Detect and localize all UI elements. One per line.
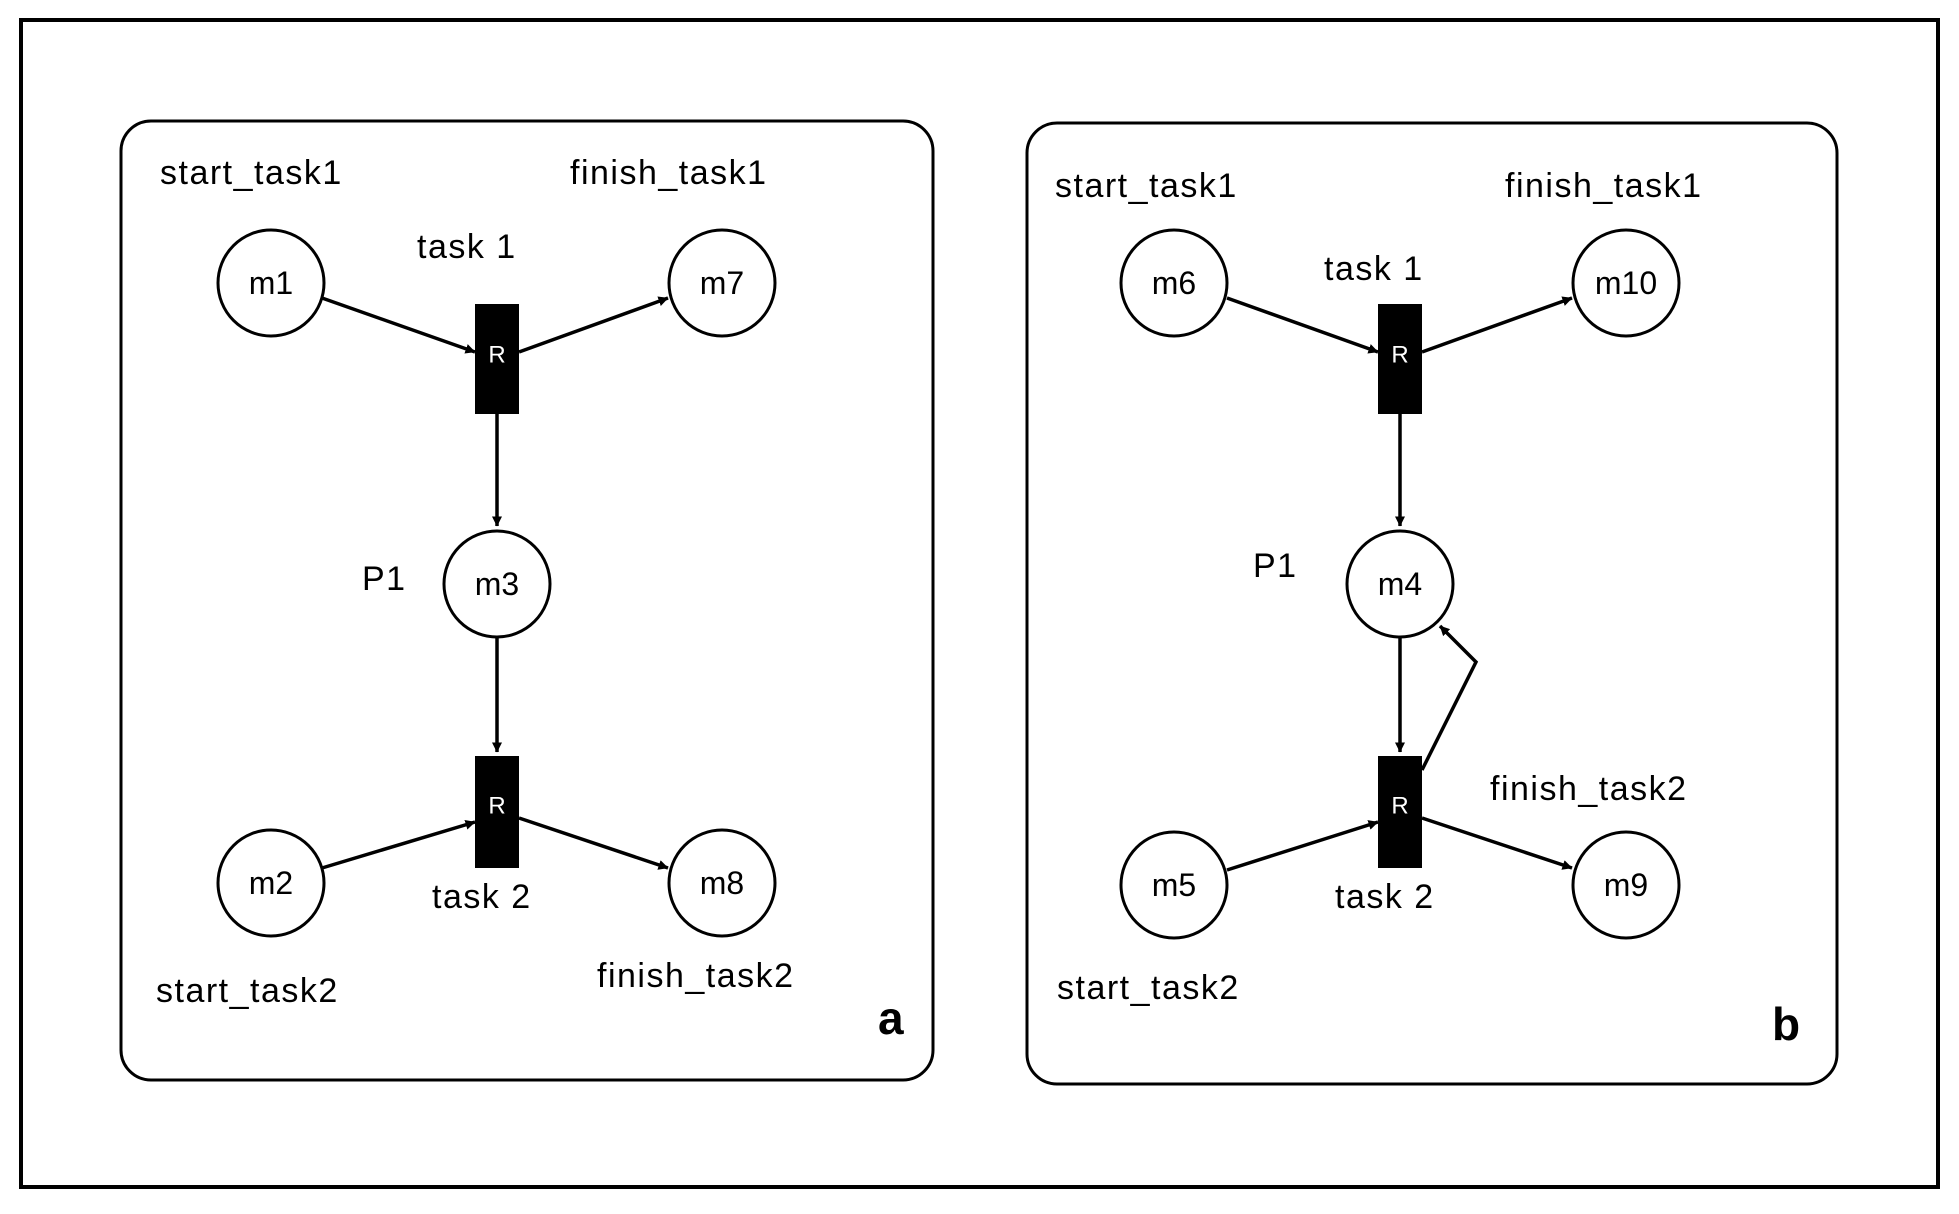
task2-label: task 2 — [1335, 878, 1435, 916]
place-m3: m3 — [442, 529, 552, 639]
panel-b-arcs — [1226, 296, 1573, 872]
task1-label: task 1 — [417, 228, 517, 266]
panel-b: m6 m10 m4 m5 m9 R R start_task1 finis — [1025, 121, 1839, 1086]
token-label: m5 — [1152, 867, 1196, 903]
place-circle — [1571, 228, 1681, 338]
transition-task1: R — [475, 304, 519, 414]
place-circle — [667, 228, 777, 338]
place-m4: m4 — [1345, 529, 1455, 639]
place-circle — [442, 529, 552, 639]
outer-frame — [19, 18, 1940, 1189]
panel-a: m1 m7 m3 m2 m8 R R start_task1 finish — [119, 119, 935, 1082]
finish-task1-label: finish_task1 — [570, 154, 768, 192]
place-m9: m9 — [1571, 830, 1681, 940]
transition-mark: R — [1391, 342, 1408, 369]
panel-a-border — [119, 119, 935, 1082]
panel-a-arcs — [321, 296, 669, 870]
arc-task2-m8 — [518, 816, 669, 870]
arc-m2-task2 — [321, 819, 476, 870]
place-circle — [667, 828, 777, 938]
place-m7: m7 — [667, 228, 777, 338]
task2-label: task 2 — [432, 878, 532, 916]
arc-m6-task1 — [1226, 296, 1379, 354]
token-label: m1 — [249, 265, 293, 301]
start-task1-label: start_task1 — [1055, 167, 1238, 205]
transition-task2: R — [475, 756, 519, 868]
place-m2: m2 — [216, 828, 326, 938]
transition-bar — [475, 756, 519, 868]
token-label: m8 — [700, 865, 744, 901]
p1-label: P1 — [362, 560, 407, 598]
token-label: m9 — [1604, 867, 1648, 903]
transition-mark: R — [1391, 793, 1408, 820]
token-label: m2 — [249, 865, 293, 901]
place-m1: m1 — [216, 228, 326, 338]
finish-task2-label: finish_task2 — [597, 957, 795, 995]
transition-bar — [1378, 756, 1422, 868]
place-m10: m10 — [1571, 228, 1681, 338]
place-m6: m6 — [1119, 228, 1229, 338]
transition-bar — [475, 304, 519, 414]
start-task2-label: start_task2 — [1057, 969, 1240, 1007]
place-circle — [1119, 830, 1229, 940]
place-circle — [1571, 830, 1681, 940]
arc-task2-m9 — [1421, 816, 1573, 870]
arc-m1-task1 — [321, 296, 476, 354]
token-label: m10 — [1595, 265, 1657, 301]
token-label: m4 — [1378, 566, 1422, 602]
transition-bar — [1378, 304, 1422, 414]
place-circle — [1345, 529, 1455, 639]
transition-mark: R — [488, 342, 505, 369]
token-label: m7 — [700, 265, 744, 301]
arc-task2-m4 — [1420, 624, 1479, 771]
finish-task2-label: finish_task2 — [1490, 770, 1688, 808]
panel-b-border — [1025, 121, 1839, 1086]
panel-b-letter: b — [1772, 998, 1800, 1050]
arc-task1-m10 — [1421, 296, 1573, 354]
finish-task1-label: finish_task1 — [1505, 167, 1703, 205]
token-label: m3 — [475, 566, 519, 602]
place-circle — [1119, 228, 1229, 338]
place-circle — [216, 228, 326, 338]
place-m5: m5 — [1119, 830, 1229, 940]
start-task2-label: start_task2 — [156, 972, 339, 1010]
transition-mark: R — [488, 793, 505, 820]
place-m8: m8 — [667, 828, 777, 938]
arc-m5-task2 — [1226, 820, 1379, 872]
arc-task1-m7 — [518, 296, 669, 354]
transition-task2: R — [1378, 756, 1422, 868]
start-task1-label: start_task1 — [160, 154, 343, 192]
p1-label: P1 — [1253, 547, 1298, 585]
task1-label: task 1 — [1324, 250, 1424, 288]
token-label: m6 — [1152, 265, 1196, 301]
transition-task1: R — [1378, 304, 1422, 414]
place-circle — [216, 828, 326, 938]
panel-a-letter: a — [878, 992, 904, 1044]
